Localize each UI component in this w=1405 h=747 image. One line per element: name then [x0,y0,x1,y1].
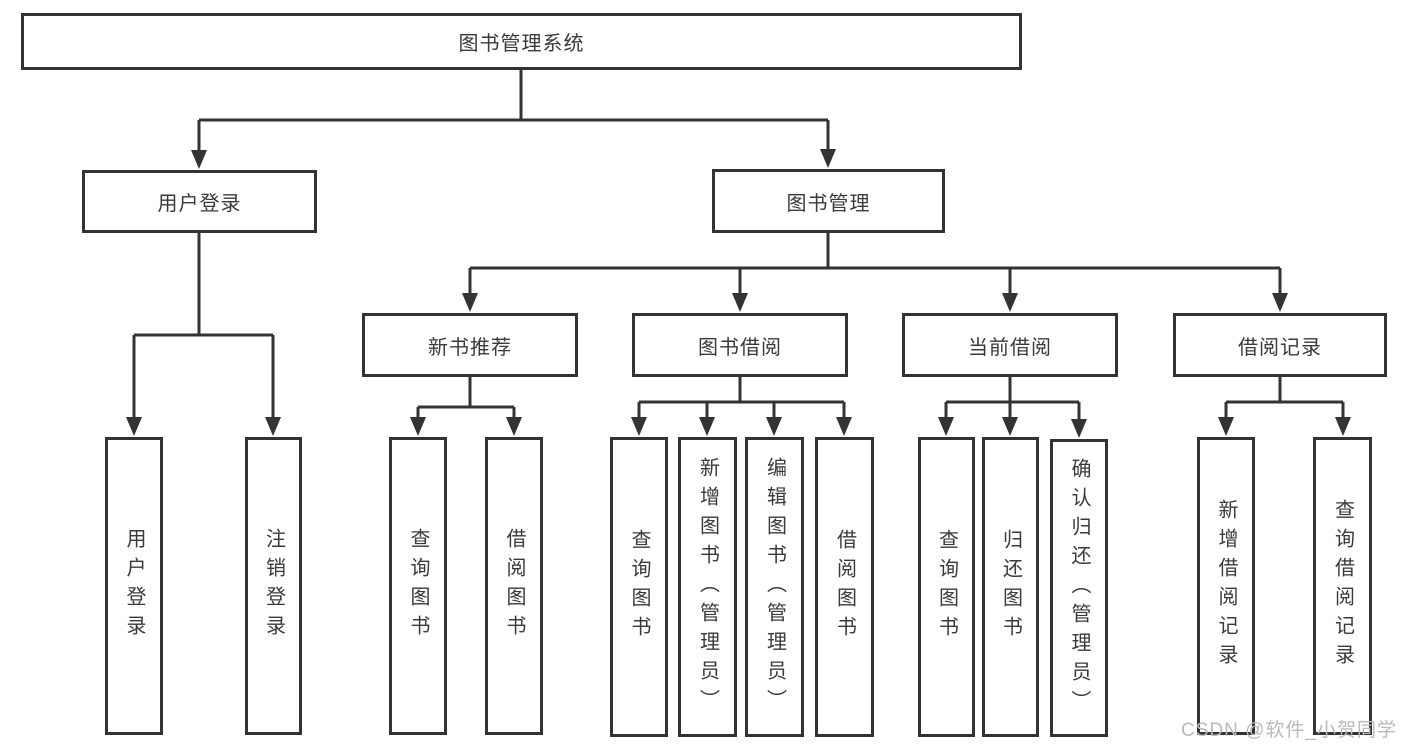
leaf-label: 查询图书 [935,529,958,645]
connector-book-borrow [631,377,852,436]
leaf-recommend-borrow-books: 借阅图书 [485,437,543,735]
leaf-recommend-query-books: 查询图书 [389,437,447,735]
leaf-borrow-add-books-admin: 新增图书（管理员） [678,437,737,737]
node-user-login: 用户登录 [82,170,317,233]
leaf-user-login: 用户登录 [105,437,163,735]
leaf-label: 查询借阅记录 [1331,499,1354,673]
node-book-management: 图书管理 [712,169,945,233]
connector-book-management [462,233,1288,312]
leaf-label: 注销登录 [262,528,285,644]
node-new-book-recommend: 新书推荐 [362,313,578,377]
leaf-label: 用户登录 [123,528,145,644]
leaf-current-return-books: 归还图书 [982,437,1039,737]
leaf-current-query-books: 查询图书 [918,437,975,737]
leaf-records-add-record: 新增借阅记录 [1197,437,1255,735]
leaf-label: 查询图书 [628,529,650,645]
node-book-borrow: 图书借阅 [632,313,848,377]
leaf-borrow-borrow-books: 借阅图书 [815,437,874,737]
leaf-logout: 注销登录 [245,437,302,735]
leaf-borrow-edit-books-admin: 编辑图书（管理员） [745,437,804,737]
csdn-watermark: CSDN @软件_小贺同学 [1181,720,1397,741]
node-borrow-records: 借阅记录 [1173,313,1387,377]
leaf-label: 归还图书 [999,529,1022,645]
connector-user-login [126,233,281,436]
leaf-label: 确认归还（管理员） [1068,457,1090,719]
node-root-system: 图书管理系统 [21,13,1022,70]
leaf-label: 新增借阅记录 [1215,499,1237,673]
leaf-label: 借阅图书 [833,529,856,645]
leaf-current-confirm-return-admin: 确认归还（管理员） [1050,439,1108,737]
leaf-label: 编辑图书（管理员） [763,456,786,718]
connector-root-to-level2 [191,70,836,169]
connector-borrow-records [1218,377,1351,436]
connector-new-book-recommend [410,377,522,436]
leaf-label: 新增图书（管理员） [696,456,719,718]
connector-current-borrow [938,377,1087,438]
leaf-records-query-record: 查询借阅记录 [1313,437,1372,735]
node-current-borrow: 当前借阅 [902,313,1118,377]
leaf-label: 查询图书 [407,528,429,644]
leaf-label: 借阅图书 [503,528,525,644]
leaf-borrow-query-books: 查询图书 [610,437,668,737]
